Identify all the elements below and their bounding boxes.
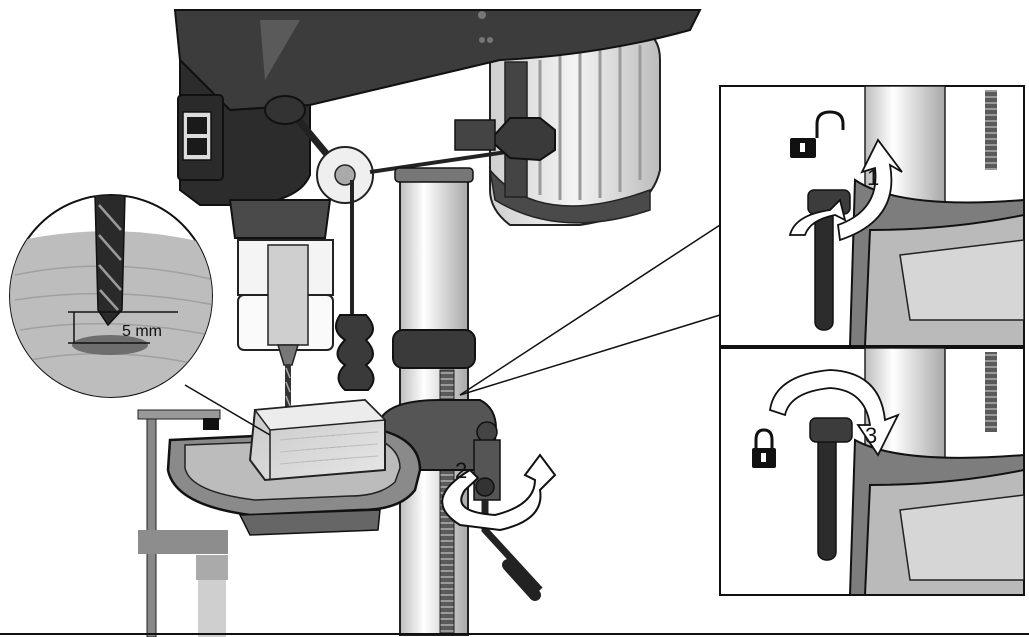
column-collar bbox=[392, 329, 476, 369]
depth-label: 5 mm bbox=[122, 323, 162, 340]
depth-magnifier: 5 mm bbox=[9, 194, 213, 398]
crank-rotation-arrow bbox=[441, 453, 557, 532]
clamp bbox=[137, 409, 228, 637]
inset-panel-unlock: 1 bbox=[719, 85, 1025, 347]
step-2-label: 2 bbox=[455, 458, 467, 483]
power-switch bbox=[177, 94, 224, 181]
padlock-open-icon bbox=[790, 110, 845, 158]
inset-panel-lock: 3 bbox=[719, 347, 1025, 596]
drill-chuck bbox=[228, 199, 334, 435]
workpiece bbox=[248, 398, 387, 482]
motor bbox=[488, 28, 661, 226]
feed-handles bbox=[264, 95, 556, 391]
height-crank bbox=[473, 421, 543, 601]
step-1-label: 1 bbox=[867, 165, 879, 190]
drill-press: 2 bbox=[137, 9, 702, 637]
callout-lines bbox=[184, 224, 721, 436]
padlock-closed-icon bbox=[752, 428, 776, 468]
step-3-label: 3 bbox=[865, 423, 877, 448]
